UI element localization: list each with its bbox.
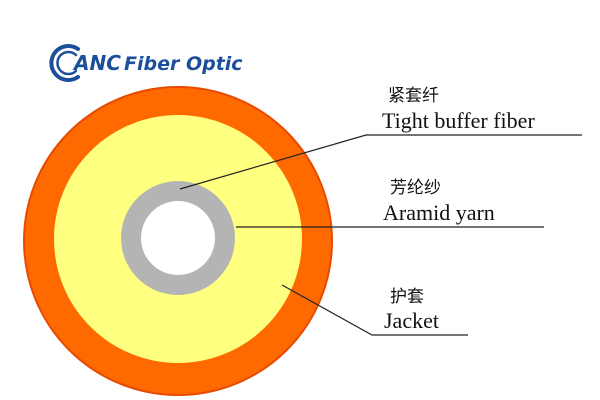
jacket-ring-edge xyxy=(23,86,333,396)
label-buffer-en: Tight buffer fiber xyxy=(382,108,535,133)
leader-lines xyxy=(179,134,582,336)
leader-line-jacket xyxy=(281,284,468,336)
leader-line-buffer xyxy=(179,134,582,190)
label-jacket-cn: 护套 xyxy=(390,287,424,307)
logo-swoosh-inner-icon xyxy=(56,50,78,76)
brand-logo: ANC Fiber Optic xyxy=(49,44,243,82)
fiber-core xyxy=(141,201,215,275)
label-yarn-cn: 芳纶纱 xyxy=(390,178,441,198)
logo-mark-text: ANC xyxy=(72,51,121,75)
label-tight-buffer-fiber: 紧套纤 Tight buffer fiber xyxy=(382,86,535,133)
label-yarn-en: Aramid yarn xyxy=(383,200,495,225)
logo-brand-text: Fiber Optic xyxy=(124,53,243,75)
label-aramid-yarn: 芳纶纱 Aramid yarn xyxy=(383,178,495,225)
logo-swoosh-icon xyxy=(49,44,80,82)
label-jacket-en: Jacket xyxy=(384,308,439,333)
cable-rings xyxy=(23,86,333,396)
label-jacket: 护套 Jacket xyxy=(384,287,439,333)
label-buffer-cn: 紧套纤 xyxy=(388,86,439,106)
